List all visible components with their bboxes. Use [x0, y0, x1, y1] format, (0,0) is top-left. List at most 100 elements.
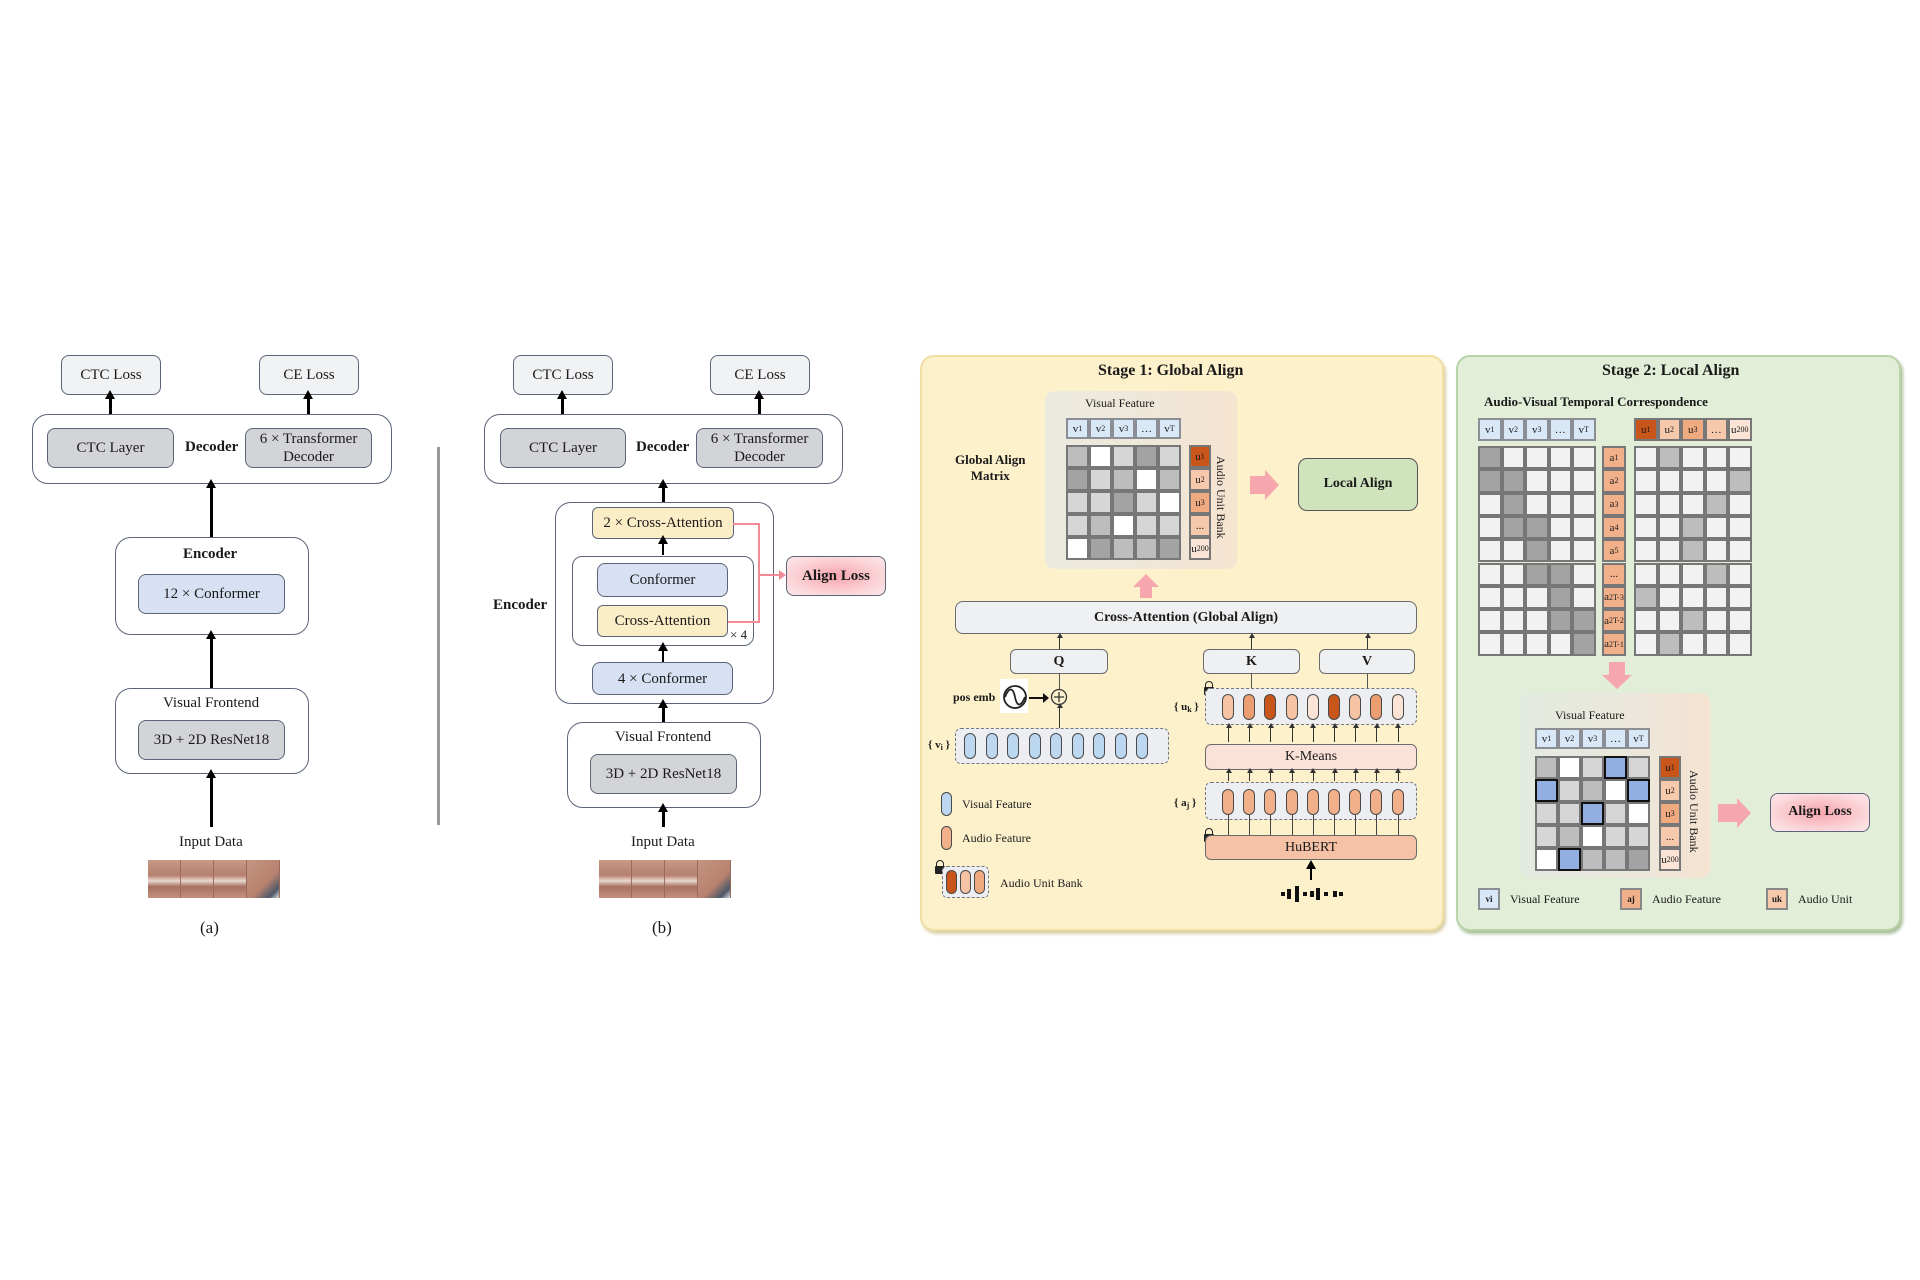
transformer-decoder-box: 6 × Transformer Decoder	[245, 428, 372, 468]
matrix-cell	[1112, 445, 1135, 468]
av-matrix-cell	[1548, 469, 1572, 493]
arrow-up-icon	[105, 390, 115, 414]
matrix-cell	[1558, 779, 1581, 802]
unit-matrix-cell	[1657, 609, 1681, 633]
matrix-cell	[1066, 468, 1089, 491]
decoder-label: Decoder	[185, 439, 239, 455]
unit-matrix-cell	[1704, 539, 1728, 563]
av-matrix-cell	[1525, 585, 1549, 610]
matrix-cell	[1535, 756, 1558, 779]
transformer-decoder-line1: 6 × Transformer	[710, 431, 809, 447]
arrow-up-icon	[658, 699, 668, 723]
aj-label: { aj }	[1174, 797, 1197, 810]
unit-matrix-cell	[1728, 515, 1752, 540]
unit-matrix-cell	[1634, 585, 1658, 610]
matrix-cell	[1627, 848, 1650, 871]
av-matrix-cell	[1572, 492, 1596, 516]
matrix-cell	[1066, 537, 1089, 560]
hubert-line	[1397, 815, 1399, 835]
av-matrix-cell	[1548, 446, 1572, 470]
ctc-layer-label: CTC Layer	[76, 440, 145, 456]
unit-matrix-cell	[1634, 609, 1658, 633]
hubert-label: HuBERT	[1284, 839, 1338, 855]
local-align-label: Local Align	[1323, 476, 1393, 492]
arrow-up-icon	[1246, 723, 1253, 742]
unit-matrix-cell	[1704, 469, 1728, 493]
arrow-up-icon	[1373, 723, 1380, 742]
unit-matrix-cell	[1634, 446, 1658, 470]
matrix-cell	[1158, 468, 1181, 491]
stage2-subtitle: Audio-Visual Temporal Correspondence	[1484, 394, 1708, 409]
matrix-cell	[1158, 491, 1181, 514]
matrix-cell	[1112, 491, 1135, 514]
arrow-up-icon	[1246, 768, 1253, 781]
arrow-up-icon	[1289, 723, 1296, 742]
matrix-cell	[1558, 802, 1581, 825]
kmeans-box: K-Means	[1205, 744, 1417, 770]
unit-matrix-cell	[1657, 585, 1681, 610]
audio-feature-pill	[1328, 789, 1340, 815]
local-align-box: Local Align	[1298, 458, 1418, 511]
av-matrix-cell	[1501, 469, 1525, 493]
arrow-up-icon	[206, 630, 216, 688]
ce-loss-label: CE Loss	[283, 367, 335, 383]
ctc-loss-label: CTC Loss	[80, 367, 142, 383]
global-align-matrix-label: Global Align Matrix	[955, 452, 1025, 483]
arrow-right-icon	[1250, 476, 1266, 494]
visual-feature-pill	[1093, 733, 1105, 759]
ctc-loss-label: CTC Loss	[532, 367, 594, 383]
bank-pill	[960, 870, 971, 894]
av-matrix-cell	[1525, 446, 1549, 470]
visual-header-cell: …	[1135, 418, 1158, 439]
matrix-cell	[1089, 445, 1112, 468]
arrow-right-icon	[1043, 693, 1049, 703]
unit-matrix-cell	[1728, 446, 1752, 470]
audio-feature-pill	[1370, 789, 1383, 815]
arrow-up-icon	[1248, 633, 1255, 649]
hubert-line	[1376, 815, 1378, 835]
arrow-up-icon	[1267, 723, 1274, 742]
audio-unit-pill	[1285, 694, 1298, 720]
av-matrix-cell	[1478, 609, 1502, 633]
resnet-label: 3D + 2D ResNet18	[153, 732, 270, 748]
visual-feature-pill	[1071, 733, 1084, 759]
matrix-cell	[1089, 468, 1112, 491]
matrix-cell	[1135, 468, 1158, 491]
visual-feature-label: Visual Feature	[1085, 396, 1155, 410]
lip-frames-image	[148, 860, 280, 898]
input-data-label: Input Data	[631, 834, 695, 850]
unit-matrix-cell	[1728, 469, 1752, 493]
av-matrix-cell	[1572, 446, 1596, 470]
arrow-right-icon	[779, 570, 786, 580]
visual-feature-legend: Visual Feature	[1510, 892, 1580, 906]
matrix-cell	[1604, 825, 1627, 848]
unit-matrix-cell	[1704, 609, 1728, 633]
hubert-line	[1270, 815, 1272, 835]
caption-b: (b)	[652, 918, 672, 937]
av-matrix-cell	[1548, 632, 1572, 656]
av-matrix-cell	[1478, 492, 1502, 516]
unit-matrix-cell	[1728, 585, 1752, 610]
unit-matrix-cell	[1634, 492, 1658, 516]
matrix-cell	[1627, 825, 1650, 848]
cross-attention-global-box: Cross-Attention (Global Align)	[955, 601, 1417, 634]
matrix-cell	[1135, 491, 1158, 514]
matrix-cell	[1558, 825, 1581, 848]
unit-matrix-cell	[1634, 539, 1658, 563]
arrow-up-icon	[1289, 768, 1296, 781]
av-matrix-cell	[1501, 562, 1525, 586]
audio-unit-pill	[1391, 694, 1404, 720]
audio-unit-pill	[1370, 694, 1383, 720]
matrix-cell	[1581, 825, 1604, 848]
matrix-cell	[1581, 756, 1604, 779]
aj-symbol: aj	[1627, 894, 1635, 904]
